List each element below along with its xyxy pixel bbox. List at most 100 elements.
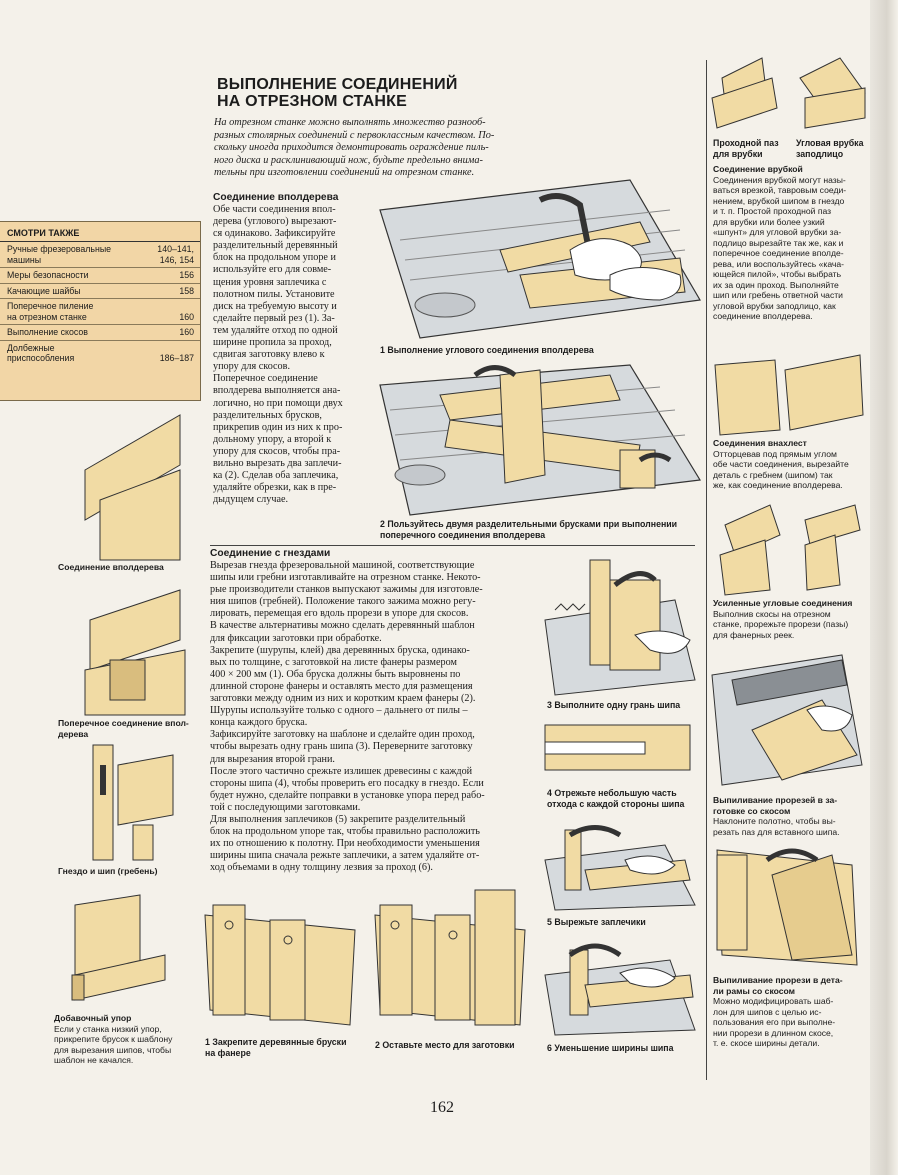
text-line: стороны шипа (4), чтобы проверить его по…: [210, 777, 484, 789]
text-line: их по отношению к полотну. При необходим…: [210, 838, 480, 850]
text-line: шипы или гребни изготавливайте на отрезн…: [210, 572, 481, 584]
text-line: их за один проход. Выполняйте: [713, 279, 839, 290]
text-line: Для выполнения заплечиков (5) закрепите …: [210, 813, 466, 825]
figure-frame-slot: [716, 848, 858, 966]
text-line: рые производители станков выпускают зажи…: [210, 584, 483, 596]
text-line: длинной стороне фанеры и оставлять место…: [210, 680, 473, 692]
text-line: ка (2). Сделав оба заплечика,: [213, 470, 339, 482]
see-also-heading: СМОТРИ ТАКЖЕ: [0, 222, 200, 242]
figure-stopped-housing: [799, 57, 866, 129]
figure-caption: 5 Вырежьте заплечики: [547, 917, 646, 927]
section-halving-joint: Соединение вполдерева Обе части соединен…: [213, 192, 373, 506]
text-line: будет нужно, сделайте поправки в установ…: [210, 789, 485, 801]
left-caption: Соединение вполдерева: [58, 562, 164, 572]
text-line: После этого частично срежьте излишек дре…: [210, 765, 473, 777]
text-line: шип или гребень ответной части: [713, 290, 843, 300]
section-heading: Соединение вполдерева: [213, 192, 339, 203]
left-caption: Поперечное соединение впол-дерева: [58, 718, 189, 739]
text-line: ющейся пилой», чтобы выбрать: [713, 269, 842, 279]
text-line: блок на продольном упоре так, чтобы прав…: [210, 826, 480, 838]
text-line: полотном пилы. Установите: [213, 288, 335, 300]
right-text-lap: Соединения внахлест Отторцевав под прямы…: [713, 438, 849, 490]
figure-reduce-width: [544, 943, 696, 1036]
figure-jig-space: [374, 889, 526, 1026]
text-line: подлицо вырезайте так же, как и: [713, 237, 844, 248]
text-line: дерева (углового) вырезают-: [213, 216, 337, 228]
figure-through-housing: [711, 57, 778, 129]
figure-jig-blocks: [204, 904, 356, 1026]
figure-caption: 2 Оставьте место для заготовки: [375, 1040, 515, 1050]
text-line: для врубки или более узкий: [713, 216, 825, 227]
text-line: 400 × 200 мм (1). Оба бруска должны быть…: [210, 668, 461, 680]
text-line: Закрепите (шурупы, клей) два деревянных …: [210, 644, 470, 656]
text-line: вых по толщине, с заготовкой на листе фа…: [210, 656, 457, 668]
text-line: угловой врубки заподлицо, как: [713, 300, 836, 311]
text-line: для фиксации заготовки при обработке.: [210, 632, 382, 644]
figure-mortise-tenon: [92, 744, 174, 861]
text-line: сдвигая заготовку влево к: [213, 349, 325, 361]
figure-shoulders: [544, 825, 696, 911]
figure-caption: 3 Выполните одну грань шипа: [547, 700, 681, 710]
figure-corner-halving: [379, 179, 701, 339]
figure-caption: 2 Пользуйтесь двумя разделительными брус…: [380, 519, 678, 540]
text-line: упору для скосов, чтобы пра-: [213, 445, 341, 457]
text-line: поперечное соединение вполде-: [713, 248, 844, 258]
text-line: используйте его для совме-: [213, 264, 332, 276]
right-text-housing: Соединение врубкой Соединения врубкой мо…: [713, 164, 873, 322]
text-line: упору для скосов.: [213, 361, 291, 373]
text-line: нением, врубкой шипом в гнездо: [713, 195, 845, 206]
text-line: вполдерева выполняется ана-: [213, 385, 341, 397]
divider: [210, 545, 695, 546]
hand: [609, 267, 682, 301]
text-line: дольному упору, а второй к: [213, 433, 332, 445]
text-line: разделительный деревянный: [213, 240, 338, 252]
intro-paragraph: На отрезном станке можно выполнять множе…: [214, 117, 495, 179]
text-line: и т. п. Простой проходной паз: [713, 206, 832, 216]
text-line: щения уровня заплечика с: [213, 276, 327, 288]
column-rule: [706, 60, 707, 1080]
text-line: сделайте первый рез (1). За-: [213, 312, 335, 324]
text-line: Соединения врубкой могут назы-: [713, 174, 846, 185]
figure-slot-mitre: [711, 654, 863, 786]
text-line: Обе части соединения впол-: [213, 204, 336, 215]
text-line: Зафиксируйте заготовку на шаблоне и сдел…: [210, 729, 475, 741]
section-body: Вырезав гнезда фрезеровальной машиной, с…: [210, 560, 540, 874]
figure-lap-joint: [714, 354, 864, 436]
figure-auxiliary-fence: [71, 894, 166, 1001]
section-body: Обе части соединения впол-дерева (углово…: [213, 204, 373, 506]
clamp: [538, 193, 593, 256]
text-line: лировать, перемещая его вдоль прорези в …: [210, 608, 469, 620]
text-line: блок на продольном упоре и: [213, 252, 336, 264]
text-line: вильно вырезать два заплечи-: [213, 457, 342, 469]
text-line: ся одинаково. Зафиксируйте: [213, 228, 336, 240]
figure-caption: 6 Уменьшение ширины шипа: [547, 1043, 674, 1053]
left-note: Добавочный упор Если у станка низкий упо…: [54, 1013, 173, 1065]
section-heading: Соединение с гнездами: [210, 548, 331, 559]
text-line: ния шипов (гребней). Положение такого за…: [210, 596, 476, 608]
text-line: логично, но при помощи двух: [213, 397, 343, 409]
figure-reinforced-mitre: [719, 504, 861, 596]
text-line: разделительных брусков,: [213, 409, 322, 421]
text-line: заготовки между одним из них и коротким …: [210, 693, 476, 705]
text-line: Вырезав гнезда фрезеровальной машиной, с…: [210, 560, 475, 571]
text-line: для вырезания второй грани.: [210, 753, 335, 765]
section-tenon: Соединение с гнездами Вырезав гнезда фре…: [210, 548, 540, 874]
text-line: удаляйте обрезки, как в пре-: [213, 482, 337, 494]
text-line: ваться врезкой, тавровым соеди-: [713, 185, 847, 195]
figure-cut-cheek: [544, 559, 696, 696]
text-line: конца каждого бруска.: [210, 717, 308, 729]
page-number: 162: [430, 1099, 454, 1116]
text-line: ширины шипа сначала режьте заплечики, а …: [210, 850, 480, 862]
text-line: диск на требуемую высоту и: [213, 300, 337, 312]
